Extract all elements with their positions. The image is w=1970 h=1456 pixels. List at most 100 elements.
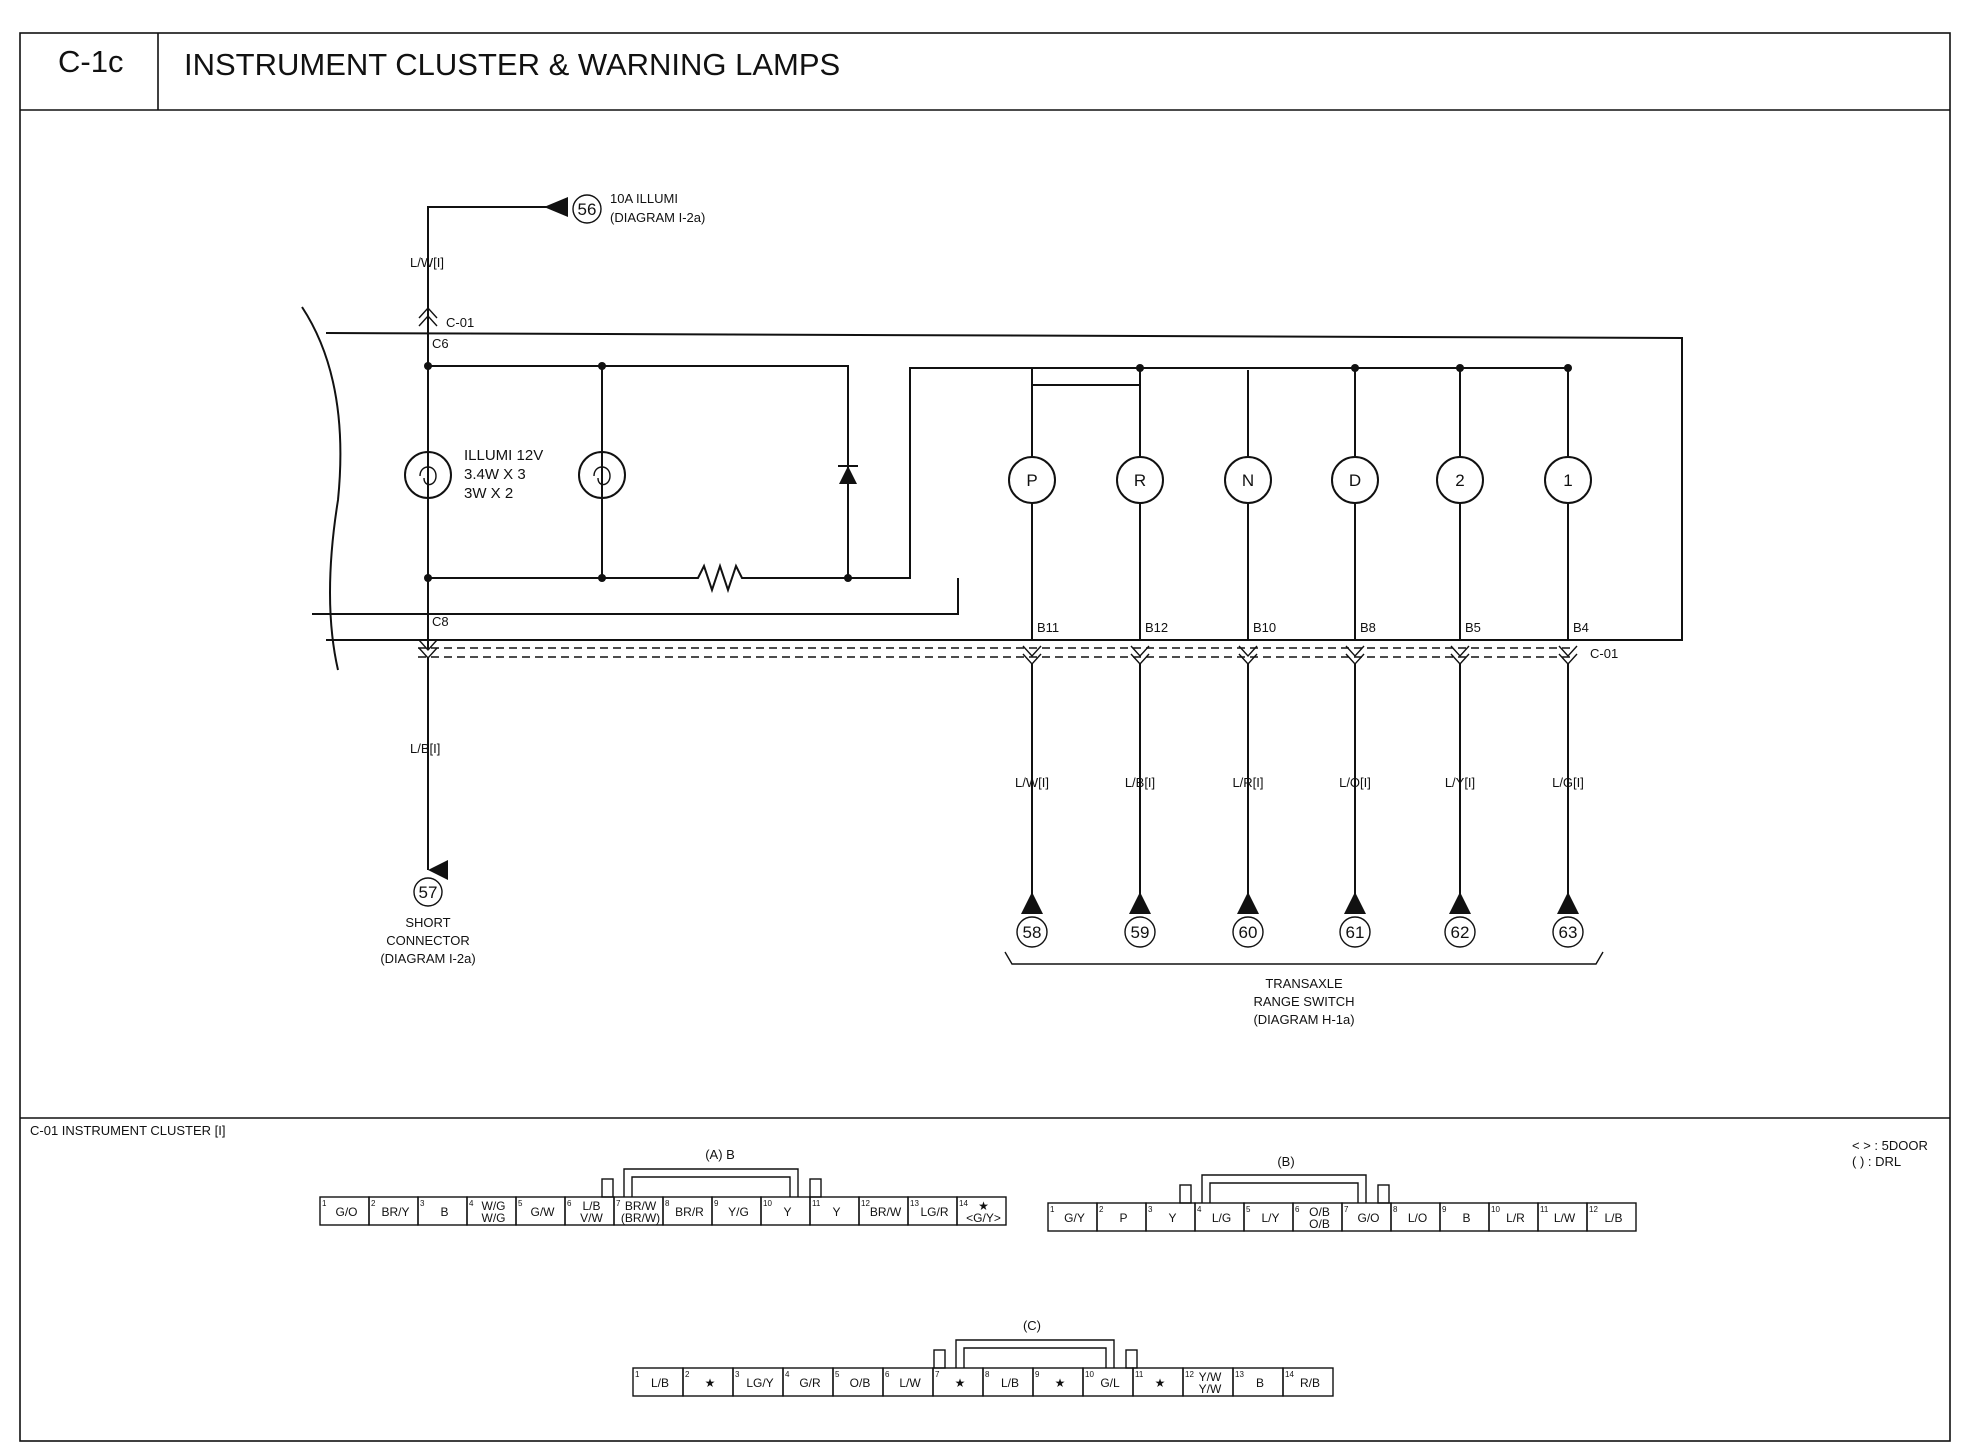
- connector-lock-tab: [933, 1349, 946, 1369]
- lamp-bulb-icon: [404, 451, 452, 499]
- connector-wire-color: Y: [1168, 1211, 1176, 1225]
- connector-wire-color: L/W: [899, 1376, 921, 1390]
- connector-chevron-icon: [1238, 645, 1258, 666]
- connector-pin-number: 7: [935, 1370, 940, 1379]
- connector-wire-color: LG/R: [920, 1205, 948, 1219]
- arrow-up-icon: [1449, 892, 1471, 914]
- connector-wire-color: L/W: [1554, 1211, 1576, 1225]
- connector-wire-color: G/R: [799, 1376, 821, 1390]
- connector-wire-color: L/B: [651, 1376, 669, 1390]
- indicator-wire-label: L/G[I]: [1552, 775, 1584, 790]
- indicator-ref-number: 60: [1239, 923, 1258, 942]
- connector-c01-top-icon: [418, 306, 438, 327]
- connector-latch-inner: [1209, 1182, 1359, 1203]
- connector-label: (B): [1277, 1154, 1294, 1169]
- connector-lock-tab: [1125, 1349, 1138, 1369]
- connector-wire-color: P: [1119, 1211, 1127, 1225]
- connector-wire-color: ★: [1055, 1376, 1066, 1390]
- connector-pin-number: 13: [910, 1199, 919, 1208]
- connector-wire-color: L/B: [582, 1199, 600, 1213]
- connector-pin-number: 12: [861, 1199, 870, 1208]
- connector-wire-color: B: [1256, 1376, 1264, 1390]
- connector-pin-number: 4: [1197, 1205, 1202, 1214]
- junction-dot: [1351, 364, 1359, 372]
- arrow-up-icon: [1344, 892, 1366, 914]
- junction-dot: [424, 362, 432, 370]
- indicator-pin-label: B11: [1037, 620, 1059, 635]
- legend-5door: < > : 5DOOR: [1852, 1138, 1928, 1153]
- transaxle-line2: RANGE SWITCH: [1253, 994, 1354, 1009]
- connector-wire-color: BR/R: [675, 1205, 704, 1219]
- legend-drl: ( ) : DRL: [1852, 1154, 1901, 1169]
- page-frame: [19, 32, 1951, 1442]
- ref-number-56: 56: [578, 200, 597, 219]
- connector-c01-bottom-name: C-01: [1590, 646, 1618, 661]
- ref-fuse-label: 10A ILLUMI: [610, 191, 678, 206]
- lamp-filament-icon: [593, 466, 611, 486]
- wire-label-lb: L/B[I]: [410, 741, 440, 756]
- indicator-letter: 1: [1563, 471, 1572, 490]
- indicator-letter: N: [1242, 471, 1254, 490]
- connector-pin-number: 10: [1491, 1205, 1500, 1214]
- ref-circle: [1444, 916, 1476, 948]
- connector-wire-color: G/L: [1100, 1376, 1120, 1390]
- pin-label-c8: C8: [432, 614, 449, 629]
- connector-wire-color: L/O: [1408, 1211, 1427, 1225]
- arrow-up-icon: [1557, 892, 1579, 914]
- connector-wire-color: ★: [978, 1199, 989, 1213]
- connector-wire-color: L/G: [1212, 1211, 1231, 1225]
- connector-wire-color: Y/W: [1199, 1370, 1222, 1384]
- connector-wire-color: B: [1462, 1211, 1470, 1225]
- ref-circle-57: [413, 877, 443, 907]
- connector-wire-color: W/G: [482, 1199, 506, 1213]
- connector-wire-color: Y/G: [728, 1205, 749, 1219]
- connector-lock-tab: [809, 1178, 822, 1198]
- connector-lock-tab: [1377, 1184, 1390, 1204]
- ref-circle: [1016, 916, 1048, 948]
- connector-wire-color: (BR/W): [621, 1211, 660, 1225]
- connector-wire-color: B: [440, 1205, 448, 1219]
- connector-pin-number: 12: [1589, 1205, 1598, 1214]
- transaxle-line1: TRANSAXLE: [1265, 976, 1343, 991]
- lamp-filament-icon: [419, 466, 437, 486]
- ref-circle: [1339, 916, 1371, 948]
- connector-pin-number: 5: [835, 1370, 840, 1379]
- connector-lock-tab: [1179, 1184, 1192, 1204]
- connector-wire-color: R/B: [1300, 1376, 1320, 1390]
- connector-pin-number: 1: [635, 1370, 640, 1379]
- lamp-spec-line1: ILLUMI 12V: [464, 447, 543, 464]
- connector-pin-number: 7: [1344, 1205, 1349, 1214]
- connector-wire-color: V/W: [580, 1211, 603, 1225]
- connector-pin-number: 1: [322, 1199, 327, 1208]
- connector-pin-number: 8: [985, 1370, 990, 1379]
- junction-dot: [598, 574, 606, 582]
- indicator-ref-number: 61: [1346, 923, 1365, 942]
- connector-pin-number: 8: [665, 1199, 670, 1208]
- cluster-housing-edge: [301, 306, 342, 671]
- indicator-letter: R: [1134, 471, 1146, 490]
- connector-label: (A) B: [705, 1147, 735, 1162]
- connector-latch-inner: [963, 1347, 1107, 1368]
- ref-circle: [1124, 916, 1156, 948]
- connector-pin-number: 9: [1035, 1370, 1040, 1379]
- indicator-wire-label: L/O[I]: [1339, 775, 1371, 790]
- connector-wire-color: O/B: [1309, 1205, 1330, 1219]
- connector-latch-inner: [631, 1176, 791, 1197]
- connector-wire-color: BR/W: [870, 1205, 902, 1219]
- junction-dot: [1456, 364, 1464, 372]
- indicator-wire-label: L/W[I]: [1015, 775, 1049, 790]
- indicator-pin-label: B12: [1145, 620, 1168, 635]
- connector-wire-color: ★: [1155, 1376, 1166, 1390]
- connector-latch: [1201, 1174, 1367, 1203]
- ref-circle: [1232, 916, 1264, 948]
- transaxle-bracket: [1004, 951, 1604, 965]
- indicator-wire-label: L/B[I]: [1125, 775, 1155, 790]
- connector-pin-number: 12: [1185, 1370, 1194, 1379]
- connector-pin-number: 9: [714, 1199, 719, 1208]
- connector-pin-number: 14: [959, 1199, 968, 1208]
- connector-pin-number: 6: [1295, 1205, 1300, 1214]
- indicator-ref-number: 58: [1023, 923, 1042, 942]
- diagram-code: C-1c: [58, 44, 123, 79]
- wire-illumi-feed: [427, 206, 558, 330]
